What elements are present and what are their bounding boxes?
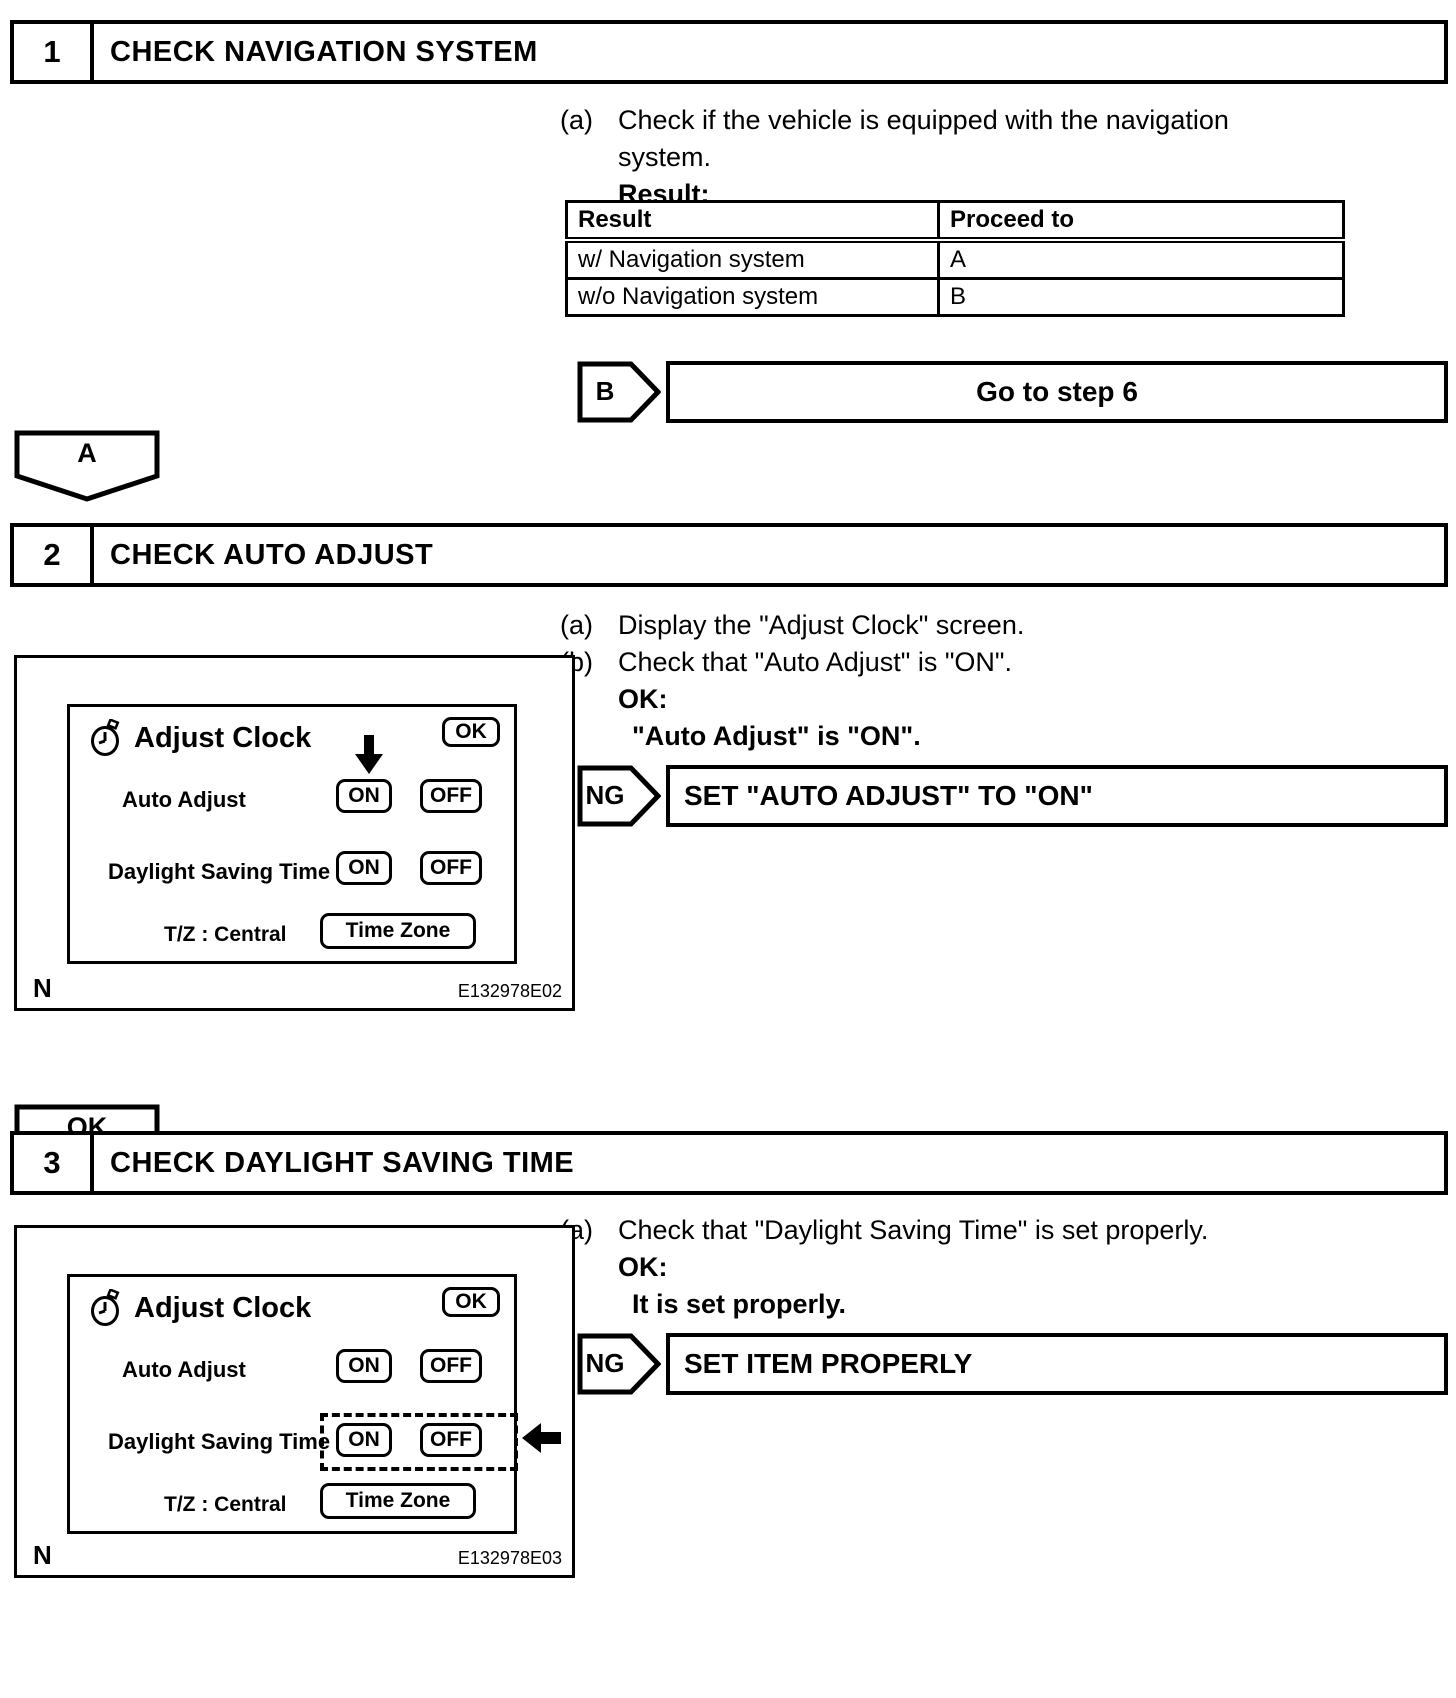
step1-header: 1 CHECK NAVIGATION SYSTEM [10, 20, 1448, 84]
auto-adjust-off-button: OFF [420, 779, 482, 813]
item-text: Check that "Daylight Saving Time" is set… [618, 1215, 1209, 1245]
dst-highlight-box: ON OFF [320, 1413, 518, 1471]
result-table-header-result: Result [565, 200, 940, 243]
dst-label: Daylight Saving Time [108, 1429, 331, 1454]
ok-condition: "Auto Adjust" is "ON". [632, 721, 921, 751]
screen-title-text: Adjust Clock [134, 1291, 312, 1324]
screen-title: Adjust Clock [90, 719, 311, 757]
auto-adjust-label: Auto Adjust [122, 787, 246, 812]
step1-number: 1 [14, 24, 94, 80]
item-text: Display the "Adjust Clock" screen. [618, 610, 1025, 640]
ok-heading: OK: [618, 684, 668, 714]
step3-item-a: (a) Check that "Daylight Saving Time" is… [560, 1212, 1450, 1249]
clock-icon [91, 1289, 120, 1326]
ok-button: OK [442, 717, 500, 747]
ng-tag: NG [577, 765, 662, 827]
step3-ng-action: SET ITEM PROPERLY [666, 1333, 1448, 1395]
result-table: Result Proceed to w/ Navigation system A… [565, 200, 1345, 317]
ok-condition: It is set properly. [632, 1289, 847, 1319]
pentagon-right-icon [577, 765, 662, 827]
auto-adjust-off-button: OFF [420, 1349, 482, 1383]
down-arrow-icon [355, 735, 383, 774]
step3-header: 3 CHECK DAYLIGHT SAVING TIME [10, 1131, 1448, 1195]
step2-title: CHECK AUTO ADJUST [110, 538, 434, 571]
screen-title: Adjust Clock [90, 1289, 311, 1327]
time-zone-button: Time Zone [320, 913, 476, 949]
result-table-header-proceed: Proceed to [937, 200, 1345, 243]
connector-a: A [14, 430, 160, 502]
ok-button: OK [442, 1287, 500, 1317]
step3-title: CHECK DAYLIGHT SAVING TIME [110, 1146, 575, 1179]
step2-instructions: (a) Display the "Adjust Clock" screen. (… [560, 607, 1450, 755]
figure-adjust-clock-1: Adjust Clock OK Auto Adjust ON OFF Dayli… [14, 655, 575, 1011]
result-cell: w/o Navigation system [565, 277, 940, 317]
pentagon-right-icon [577, 1333, 662, 1395]
branch-b-row: B Go to step 6 [577, 361, 1448, 423]
step2-item-b: (b) Check that "Auto Adjust" is "ON". [560, 644, 1450, 681]
item-label: (a) [560, 610, 593, 640]
pentagon-down-icon [14, 430, 160, 502]
step2-header: 2 CHECK AUTO ADJUST [10, 523, 1448, 587]
table-row: w/ Navigation system A [565, 238, 1345, 280]
step2-ng-action: SET "AUTO ADJUST" TO "ON" [666, 765, 1448, 827]
dst-off-button: OFF [420, 851, 482, 885]
step1-title: CHECK NAVIGATION SYSTEM [110, 35, 538, 68]
step1-instructions: (a) Check if the vehicle is equipped wit… [560, 102, 1450, 213]
proceed-cell: B [937, 277, 1345, 317]
clock-icon [91, 719, 120, 756]
proceed-cell: A [937, 238, 1345, 280]
adjust-clock-screen-2: Adjust Clock OK Auto Adjust ON OFF Dayli… [67, 1274, 561, 1534]
item-text: Check if the vehicle is equipped with th… [618, 105, 1229, 172]
ng-tag: NG [577, 1333, 662, 1395]
figure-id: E132978E02 [457, 981, 562, 1001]
figure-adjust-clock-2: Adjust Clock OK Auto Adjust ON OFF Dayli… [14, 1225, 575, 1578]
item-label: (a) [560, 105, 593, 135]
tz-label: T/Z : Central [164, 923, 287, 946]
screen-title-text: Adjust Clock [134, 721, 312, 754]
figure-corner-label: N [33, 973, 52, 1003]
auto-adjust-on-button: ON [336, 1349, 392, 1383]
table-row: w/o Navigation system B [565, 277, 1345, 317]
adjust-clock-screen-1: Adjust Clock OK Auto Adjust ON OFF Dayli… [67, 704, 517, 964]
step3-number: 3 [14, 1135, 94, 1191]
tz-label: T/Z : Central [164, 1493, 287, 1516]
left-arrow-icon [522, 1423, 561, 1453]
connector-a-label: A [77, 437, 97, 468]
dst-off-button: OFF [420, 1423, 482, 1457]
branch-b-tag: B [577, 361, 662, 423]
result-table-header-row: Result Proceed to [565, 200, 1345, 243]
auto-adjust-label: Auto Adjust [122, 1357, 246, 1382]
ng-label: NG [585, 1347, 625, 1378]
branch-b-action: Go to step 6 [666, 361, 1448, 423]
auto-adjust-on-button: ON [336, 779, 392, 813]
step1-item-a: (a) Check if the vehicle is equipped wit… [560, 102, 1450, 176]
figure-id: E132978E03 [457, 1548, 562, 1568]
pentagon-right-icon [577, 361, 662, 423]
ng-label: NG [585, 779, 625, 810]
step3-instructions: (a) Check that "Daylight Saving Time" is… [560, 1212, 1450, 1323]
result-cell: w/ Navigation system [565, 238, 940, 280]
branch-b-label: B [595, 375, 615, 406]
item-text: Check that "Auto Adjust" is "ON". [618, 647, 1013, 677]
dst-on-button: ON [336, 851, 392, 885]
step2-ng-row: NG SET "AUTO ADJUST" TO "ON" [577, 765, 1448, 827]
figure-corner-label: N [33, 1540, 52, 1570]
ok-heading: OK: [618, 1252, 668, 1282]
step2-item-a: (a) Display the "Adjust Clock" screen. [560, 607, 1450, 644]
step2-number: 2 [14, 527, 94, 583]
time-zone-button: Time Zone [320, 1483, 476, 1519]
dst-on-button: ON [336, 1423, 392, 1457]
dst-label: Daylight Saving Time [108, 859, 331, 884]
step3-ng-row: NG SET ITEM PROPERLY [577, 1333, 1448, 1395]
